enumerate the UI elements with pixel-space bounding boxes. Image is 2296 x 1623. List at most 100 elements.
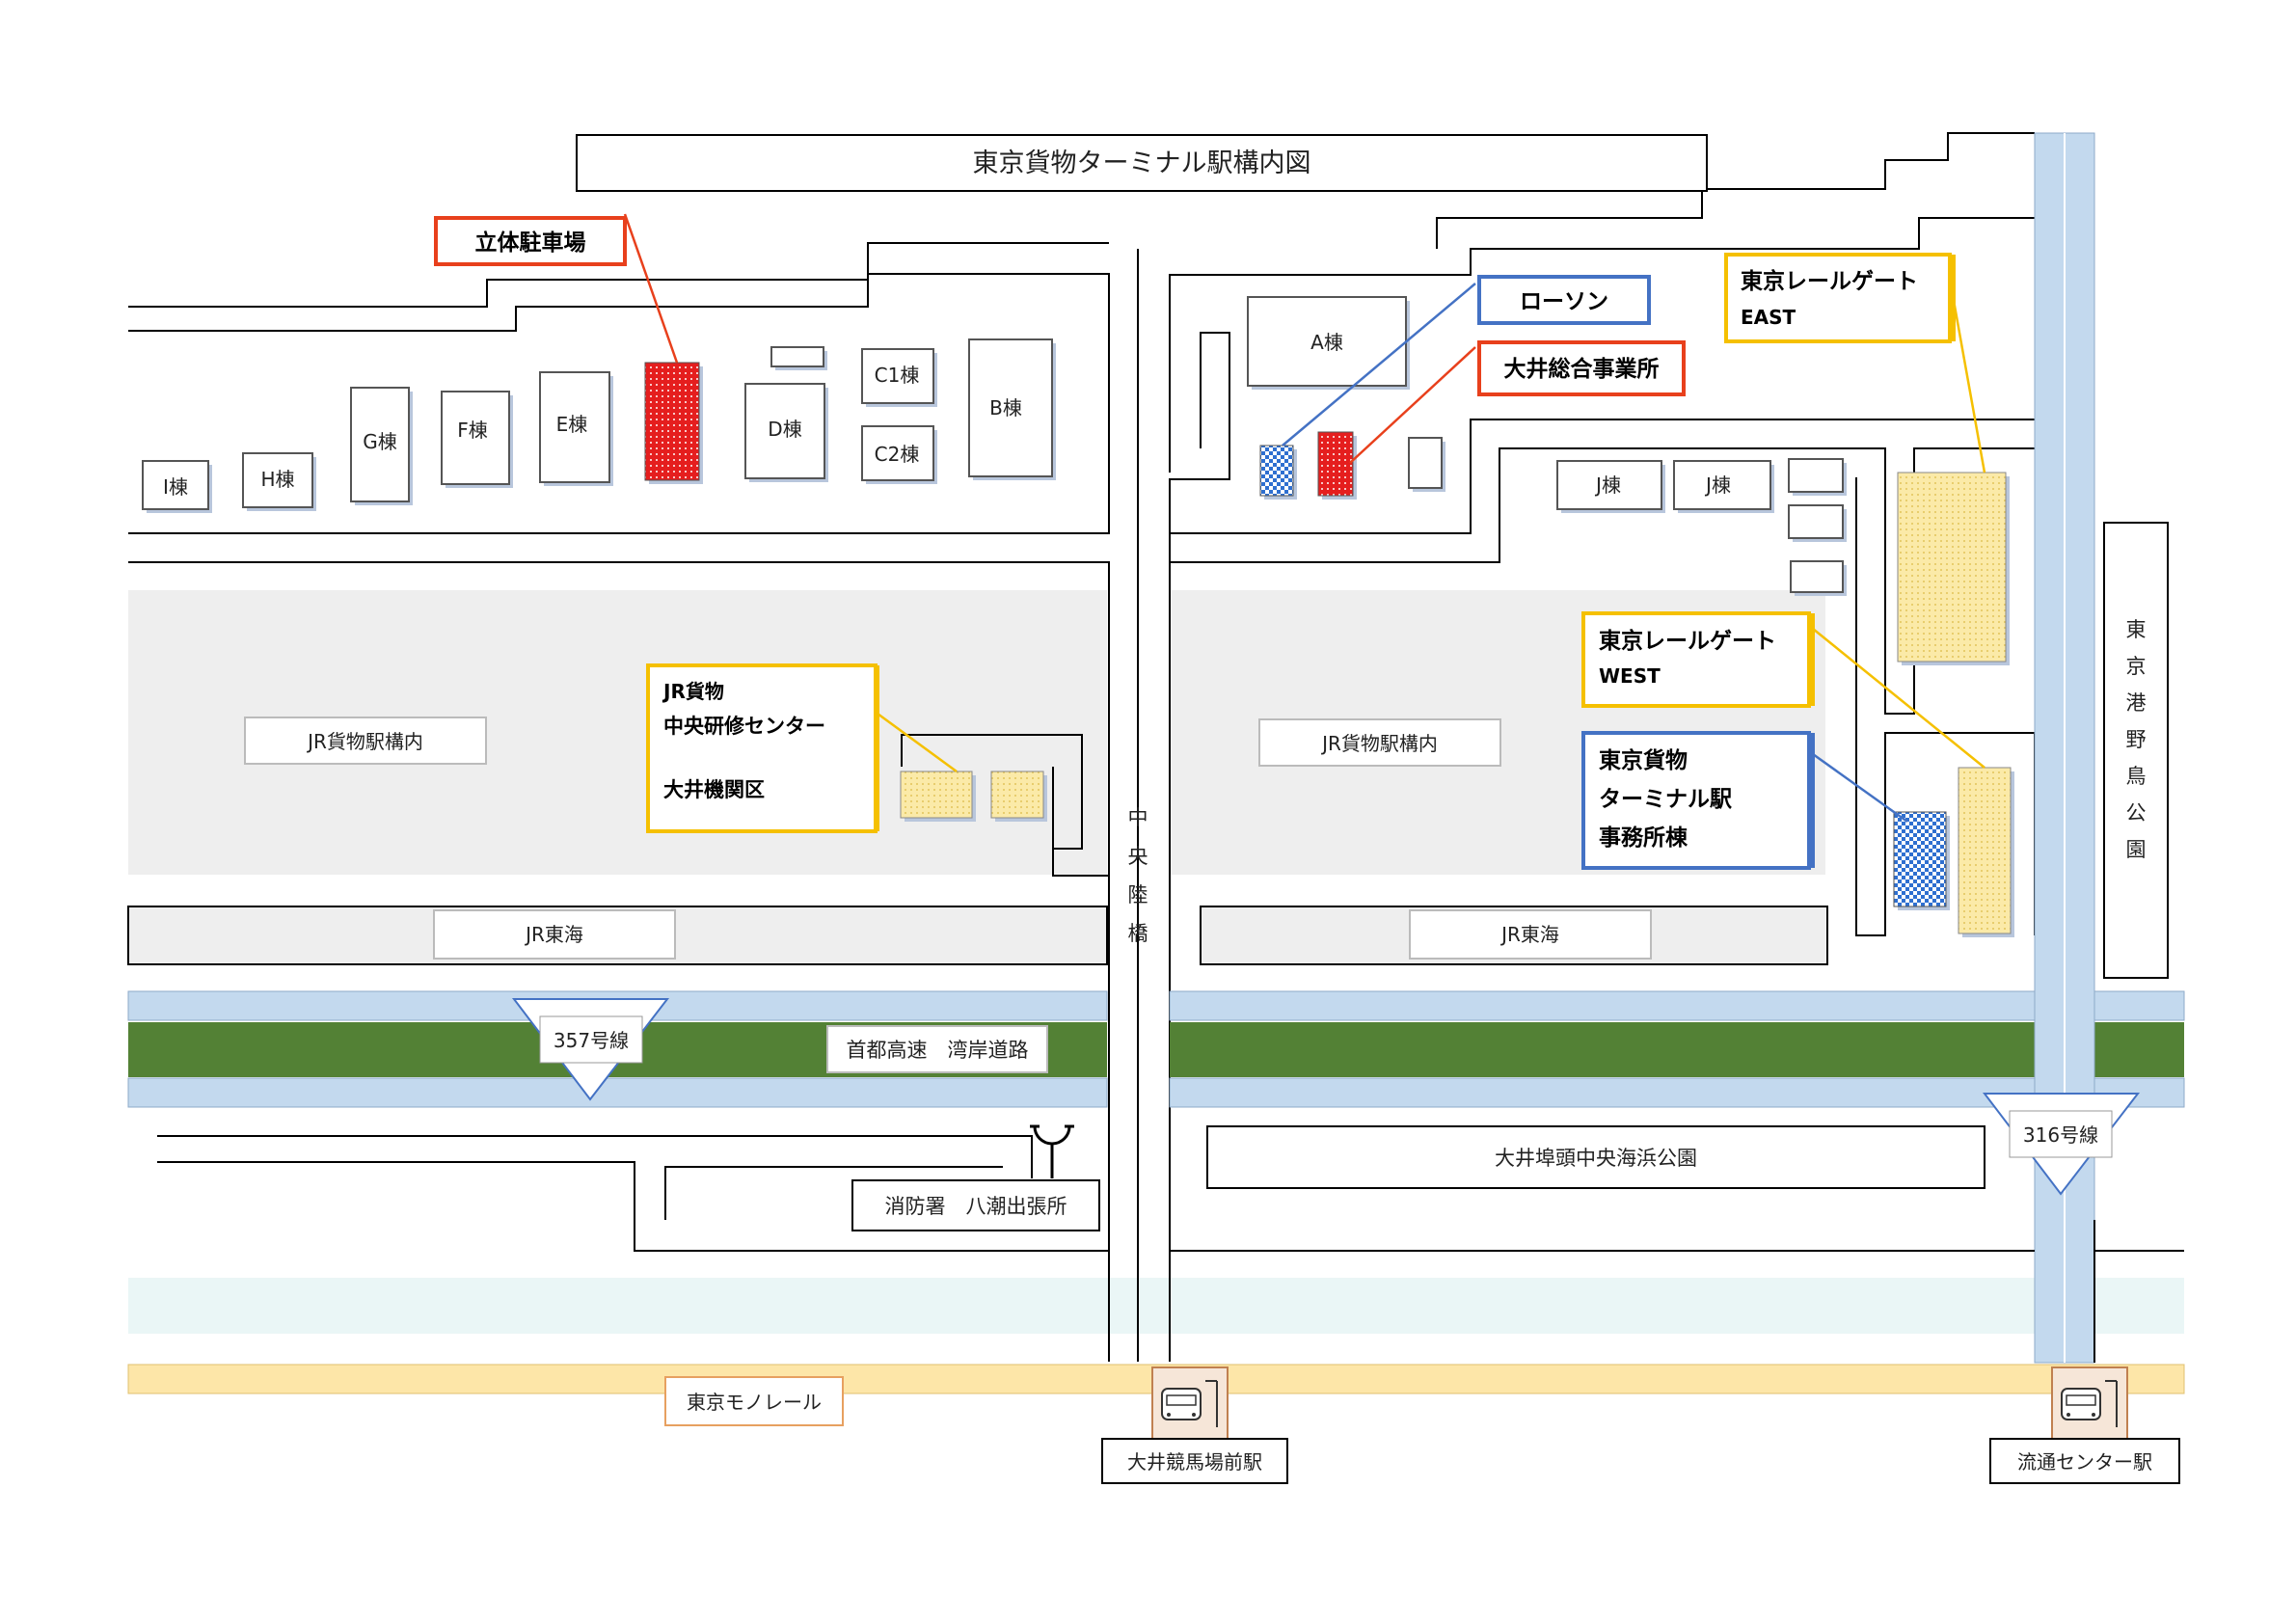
svg-text:大井機関区: 大井機関区 — [663, 778, 765, 801]
svg-text:B棟: B棟 — [989, 396, 1022, 419]
building-c2: C2棟 — [861, 425, 937, 484]
title-box — [576, 134, 1708, 192]
svg-text:事務所棟: 事務所棟 — [1599, 825, 1688, 851]
building-d: D棟 — [744, 383, 828, 482]
label-expressway: 首都高速 湾岸道路 — [826, 1025, 1048, 1073]
svg-text:G棟: G棟 — [363, 430, 397, 453]
label-jr-yard-right: JR貨物駅構内 — [1258, 718, 1501, 767]
building-c1: C1棟 — [861, 348, 937, 407]
label-fire-station: 消防署 八潮出張所 — [851, 1179, 1100, 1231]
svg-text:京: 京 — [2126, 655, 2147, 678]
jr-center-outline — [901, 734, 1083, 850]
svg-text:園: 園 — [2126, 838, 2147, 861]
svg-text:大井競馬場前駅: 大井競馬場前駅 — [1127, 1450, 1262, 1474]
road-outline-right-block — [1169, 217, 2035, 473]
callout-terminal-office: 東京貨物 ターミナル駅 事務所棟 — [1581, 731, 1815, 870]
svg-text:WEST: WEST — [1599, 664, 1661, 688]
svg-text:橋: 橋 — [1128, 922, 1148, 945]
svg-text:央: 央 — [1128, 845, 1148, 868]
svg-text:野: 野 — [2126, 728, 2147, 751]
callout-parking: 立体駐車場 — [434, 216, 627, 266]
svg-text:公: 公 — [2126, 801, 2147, 825]
svg-text:E棟: E棟 — [556, 413, 588, 436]
building-small-right-1 — [1408, 437, 1445, 492]
building-f: F棟 — [441, 391, 513, 488]
svg-text:港: 港 — [2126, 691, 2147, 715]
wild-bird-park-box — [2103, 522, 2169, 979]
svg-text:東京モノレール: 東京モノレール — [687, 1391, 822, 1414]
expressway-right — [1170, 1022, 2184, 1077]
callout-gate-east: 東京レールゲート EAST — [1724, 253, 1956, 343]
route-357-marker: 357号線 — [511, 998, 670, 1101]
label-jr-tokai-left: JR東海 — [433, 909, 676, 960]
svg-text:東: 東 — [2126, 618, 2147, 641]
svg-text:J棟: J棟 — [1594, 473, 1621, 497]
svg-text:ターミナル駅: ターミナル駅 — [1599, 787, 1732, 812]
svg-text:316号線: 316号線 — [2023, 1123, 2098, 1147]
building-i: I棟 — [142, 460, 212, 513]
svg-text:ローソン: ローソン — [1520, 289, 1608, 314]
svg-text:鳥: 鳥 — [2126, 765, 2147, 788]
road-right-upper — [1169, 990, 2185, 1021]
svg-text:流通センター駅: 流通センター駅 — [2017, 1450, 2152, 1474]
svg-text:I棟: I棟 — [163, 475, 188, 499]
building-small-right-2 — [1788, 458, 1847, 496]
building-b: B棟 — [968, 338, 1056, 480]
building-j1: J棟 — [1556, 460, 1665, 513]
building-small-d-top — [770, 346, 827, 370]
svg-text:中: 中 — [1128, 806, 1148, 829]
svg-text:中央研修センター: 中央研修センター — [663, 715, 825, 738]
svg-text:C1棟: C1棟 — [875, 364, 920, 387]
svg-text:東京貨物: 東京貨物 — [1599, 747, 1688, 773]
road-outline-top-left — [128, 242, 1109, 308]
svg-text:JR貨物: JR貨物 — [662, 680, 724, 703]
svg-text:JR貨物駅構内: JR貨物駅構内 — [306, 730, 423, 753]
label-wild-bird-park: 東 京 港 野 鳥 公 園 — [2126, 618, 2147, 861]
svg-text:JR東海: JR東海 — [1499, 923, 1559, 946]
svg-text:A棟: A棟 — [1310, 331, 1343, 354]
building-parking — [644, 362, 703, 484]
svg-text:大井埠頭中央海浜公園: 大井埠頭中央海浜公園 — [1495, 1147, 1697, 1170]
train-icon — [1151, 1366, 1229, 1440]
building-a: A棟 — [1247, 296, 1410, 390]
svg-text:C2棟: C2棟 — [875, 443, 920, 466]
road-357-lower — [127, 1077, 1108, 1108]
label-station-oi: 大井競馬場前駅 — [1101, 1438, 1288, 1484]
svg-text:大井総合事業所: 大井総合事業所 — [1504, 356, 1660, 382]
label-central-bridge: 中 央 陸 橋 — [1128, 806, 1148, 945]
leader-lines — [623, 213, 1986, 824]
svg-text:H棟: H棟 — [260, 468, 294, 491]
jr-center-outline-lower — [1052, 849, 1109, 877]
building-small-right-4 — [1790, 560, 1847, 596]
svg-text:F棟: F棟 — [457, 419, 488, 442]
building-lawson — [1259, 445, 1297, 500]
svg-text:D棟: D棟 — [768, 418, 801, 441]
fire-station-symbol — [1030, 1124, 1074, 1178]
label-station-ryutsu: 流通センター駅 — [1989, 1438, 2180, 1484]
building-e: E棟 — [539, 371, 613, 486]
svg-text:357号線: 357号線 — [554, 1029, 629, 1052]
building-h: H棟 — [242, 452, 316, 511]
building-jr-center-2 — [990, 771, 1047, 822]
callout-jr-center: JR貨物 中央研修センター 大井機関区 — [646, 663, 879, 833]
building-terminal-office — [1893, 811, 1950, 910]
road-outline-right-mid — [1169, 332, 1230, 562]
route-316-marker: 316号線 — [1982, 1093, 2141, 1196]
svg-text:東京レールゲート: 東京レールゲート — [1741, 268, 1918, 294]
building-rail-gate-east — [1897, 472, 2010, 665]
svg-text:首都高速 湾岸道路: 首都高速 湾岸道路 — [847, 1039, 1029, 1062]
svg-text:陸: 陸 — [1128, 883, 1148, 906]
road-lower-left-2 — [157, 1161, 1109, 1252]
svg-text:J棟: J棟 — [1704, 473, 1731, 497]
road-outline-top-right — [1436, 132, 2035, 249]
road-outline-top-left-inner — [128, 273, 1110, 534]
svg-text:東京レールゲート: 東京レールゲート — [1599, 628, 1776, 654]
callout-oi-office: 大井総合事業所 — [1477, 340, 1686, 396]
building-rail-gate-west — [1958, 767, 2014, 937]
building-j2: J棟 — [1673, 460, 1774, 513]
road-outline-left-lower — [128, 561, 1110, 1362]
label-monorail: 東京モノレール — [664, 1376, 844, 1426]
train-icon — [2051, 1366, 2128, 1440]
svg-text:JR東海: JR東海 — [524, 923, 583, 946]
svg-text:EAST: EAST — [1741, 306, 1796, 329]
